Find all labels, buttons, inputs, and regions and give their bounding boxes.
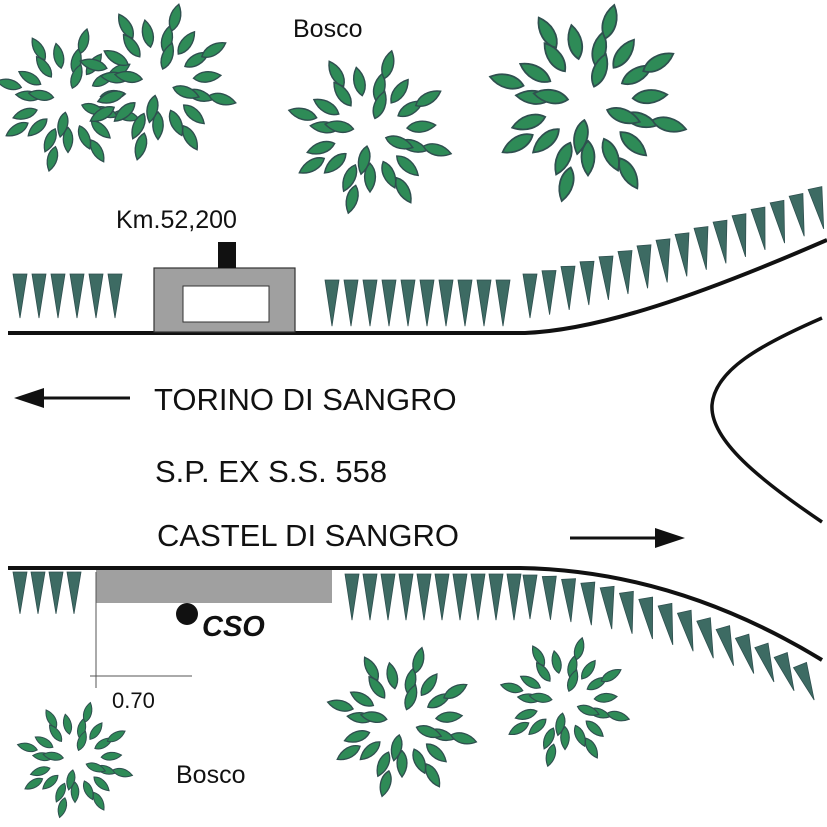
embankment-spike	[541, 270, 558, 316]
embankment-spike	[807, 186, 827, 231]
embankment-spike	[362, 573, 378, 621]
trees-bottom	[17, 637, 631, 819]
embankment-spike	[88, 273, 104, 319]
road-edge-lower	[8, 566, 824, 662]
embankment-spike	[398, 573, 414, 621]
embankment-spike	[506, 573, 522, 621]
station-point-icon	[176, 603, 198, 625]
direction-left-label: TORINO DI SANGRO	[154, 382, 457, 417]
embankment-spike	[400, 279, 416, 327]
tree-crown-icon	[326, 646, 477, 797]
embankment-spike	[30, 571, 46, 615]
embankment-spike	[452, 573, 468, 621]
embankment-spike	[657, 602, 681, 647]
road-edge-upper	[8, 238, 827, 335]
embankment-spike	[495, 279, 511, 327]
embankment-spike	[561, 578, 579, 623]
embankment-spike	[522, 273, 538, 319]
embankment-spike	[674, 232, 695, 278]
embankment-spike	[343, 279, 359, 327]
embankment-spike	[344, 573, 360, 621]
embankment-spike	[599, 585, 620, 631]
embankment-spike	[598, 255, 616, 301]
embankment-spike	[677, 609, 701, 654]
embankment-spike	[362, 279, 378, 327]
tree-crown-icon	[287, 49, 452, 214]
embankment-spike	[457, 279, 473, 327]
arrow-right-icon	[570, 528, 685, 548]
embankment-spike	[617, 250, 636, 295]
tree-crown-icon	[500, 637, 631, 768]
junction-curve	[710, 316, 823, 524]
embankment-spike	[434, 573, 450, 621]
embankment-spike	[655, 238, 675, 284]
embankment-spike	[788, 193, 812, 239]
embankment-spike	[579, 260, 597, 306]
embankment-spike	[12, 571, 28, 615]
embankment-spike	[438, 279, 454, 327]
offset-distance-label: 0.70	[112, 688, 155, 713]
embankment-spike	[381, 279, 397, 327]
embankment-spike	[712, 219, 734, 265]
embankment-spike	[66, 571, 82, 615]
embankment-spike	[107, 273, 123, 319]
road-name-label: S.P. EX S.S. 558	[155, 454, 387, 489]
forest-label-bottom: Bosco	[176, 761, 245, 789]
embankment-spike	[419, 279, 435, 327]
tree-crown-icon	[17, 702, 134, 819]
embankment-spike	[12, 273, 28, 319]
embankment-spike	[50, 273, 66, 319]
embankment-spike	[416, 573, 432, 621]
embankment-spike	[560, 265, 577, 311]
embankment-spike	[636, 244, 655, 290]
embankment-spike	[580, 581, 599, 627]
km-marker-building	[153, 242, 296, 333]
embankment-spike	[638, 596, 660, 641]
tree-crown-icon	[488, 3, 687, 202]
embankment-spike	[488, 573, 504, 621]
embankment-spike	[735, 633, 761, 677]
km-post-icon	[218, 242, 236, 268]
km-marker-label: Km.52,200	[116, 206, 237, 234]
embankment-spike	[793, 661, 822, 704]
tree-crown-icon	[0, 28, 140, 172]
station-code-label: CSO	[202, 611, 265, 643]
direction-right-label: CASTEL DI SANGRO	[157, 518, 459, 553]
embankment-spike	[476, 279, 492, 327]
embankment-spike	[541, 575, 558, 621]
embankment-spike	[693, 226, 714, 272]
embankment-spike	[715, 625, 741, 668]
embankment-spike	[48, 571, 64, 615]
embankment-spike	[696, 617, 721, 661]
embankment-spike	[69, 273, 85, 319]
embankment-spike	[750, 206, 773, 252]
embankment-spike	[731, 213, 753, 259]
station-platform	[96, 570, 332, 603]
embankment-spike	[619, 590, 640, 636]
embankment-spike	[754, 642, 781, 685]
embankment-spike	[324, 279, 340, 327]
forest-label-top: Bosco	[293, 15, 362, 43]
arrow-left-icon	[14, 388, 130, 408]
embankment-spike	[522, 574, 538, 620]
embankment-spike	[470, 573, 486, 621]
embankment-spike	[769, 199, 792, 245]
embankment-spike	[380, 573, 396, 621]
embankment-spike	[31, 273, 47, 319]
